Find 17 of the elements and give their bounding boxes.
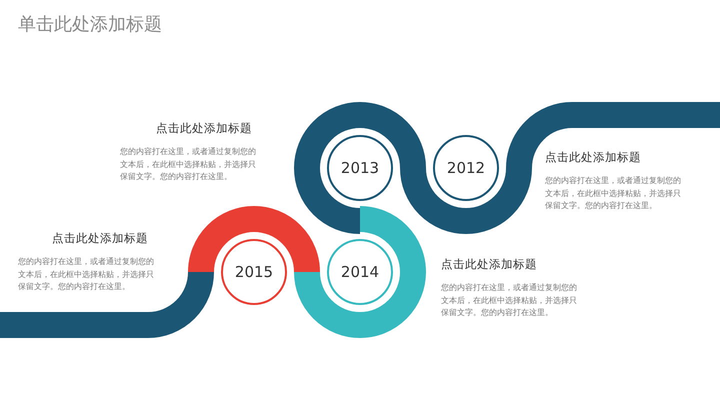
item-heading: 点击此处添加标题 bbox=[441, 257, 537, 272]
item-description: 您的内容打在这里，或者通过复制您的文本后，在此框中选择粘贴，并选择只保留文字。您的内容打在这里。 bbox=[120, 146, 257, 183]
item-heading: 点击此处添加标题 bbox=[156, 121, 252, 136]
item-description: 您的内容打在这里，或者通过复制您的文本后，在此框中选择粘贴，并选择只保留文字。您的内容打在这里。 bbox=[18, 256, 155, 293]
year-label: 2012 bbox=[446, 159, 486, 177]
year-circle bbox=[327, 135, 393, 201]
item-description: 您的内容打在这里，或者通过复制您的文本后，在此框中选择粘贴，并选择只保留文字。您的内容打在这里。 bbox=[545, 175, 682, 212]
page-title: 单击此处添加标题 bbox=[18, 13, 162, 36]
year-circle bbox=[327, 239, 393, 305]
item-heading: 点击此处添加标题 bbox=[52, 231, 148, 246]
year-label: 2013 bbox=[340, 159, 380, 177]
year-label: 2014 bbox=[340, 263, 380, 281]
year-label: 2015 bbox=[234, 263, 274, 281]
item-heading: 点击此处添加标题 bbox=[545, 150, 641, 165]
year-circle bbox=[221, 239, 287, 305]
year-circle bbox=[433, 135, 499, 201]
item-description: 您的内容打在这里，或者通过复制您的文本后，在此框中选择粘贴，并选择只保留文字。您的内容打在这里。 bbox=[441, 282, 578, 319]
